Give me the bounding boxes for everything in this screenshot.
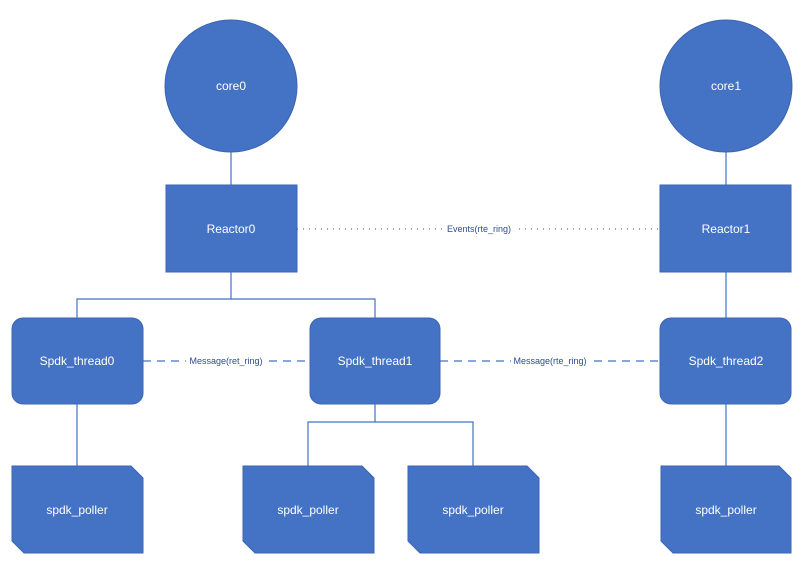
poller3-label: spdk_poller bbox=[695, 503, 756, 517]
core1-label: core1 bbox=[711, 79, 741, 93]
poller0-label: spdk_poller bbox=[46, 503, 107, 517]
message-left-label: Message(ret_ring) bbox=[189, 356, 262, 366]
edge-thread1-poller2 bbox=[375, 421, 474, 466]
poller1-node[interactable]: spdk_poller bbox=[242, 465, 375, 554]
poller1-box bbox=[242, 465, 375, 554]
poller2-node[interactable]: spdk_poller bbox=[407, 465, 540, 554]
message-right-label-bg bbox=[511, 354, 589, 368]
reactor0-box bbox=[165, 184, 298, 273]
thread0-box bbox=[11, 317, 144, 405]
thread2-node[interactable]: Spdk_thread2 bbox=[659, 317, 792, 405]
thread1-box bbox=[309, 317, 441, 405]
core0-node[interactable]: core0 bbox=[164, 19, 298, 153]
edge-reactor0-thread0 bbox=[76, 272, 232, 318]
core0-label: core0 bbox=[216, 79, 246, 93]
core1-circle bbox=[659, 19, 793, 153]
thread2-box bbox=[659, 317, 792, 405]
poller2-box bbox=[407, 465, 540, 554]
poller3-box bbox=[660, 465, 792, 554]
thread2-label: Spdk_thread2 bbox=[689, 354, 764, 368]
reactor1-label: Reactor1 bbox=[702, 222, 751, 236]
poller3-node[interactable]: spdk_poller bbox=[660, 465, 792, 554]
thread0-node[interactable]: Spdk_thread0 bbox=[11, 317, 144, 405]
events-label-bg bbox=[444, 222, 514, 236]
thread1-label: Spdk_thread1 bbox=[338, 354, 413, 368]
edge-reactor0-thread1 bbox=[231, 298, 376, 318]
message-right-label: Message(rte_ring) bbox=[513, 356, 586, 366]
poller0-node[interactable]: spdk_poller bbox=[11, 465, 144, 554]
thread1-node[interactable]: Spdk_thread1 bbox=[309, 317, 441, 405]
poller0-box bbox=[11, 465, 144, 554]
poller1-label: spdk_poller bbox=[277, 503, 338, 517]
message-left-label-bg bbox=[186, 354, 266, 368]
core1-node[interactable]: core1 bbox=[659, 19, 793, 153]
reactor0-label: Reactor0 bbox=[207, 222, 256, 236]
edge-thread1-poller1 bbox=[307, 404, 376, 466]
poller2-label: spdk_poller bbox=[442, 503, 503, 517]
reactor1-box bbox=[659, 184, 792, 273]
reactor1-node[interactable]: Reactor1 bbox=[659, 184, 792, 273]
reactor0-node[interactable]: Reactor0 bbox=[165, 184, 298, 273]
thread0-label: Spdk_thread0 bbox=[40, 354, 115, 368]
events-label: Events(rte_ring) bbox=[447, 224, 511, 234]
core0-circle bbox=[164, 19, 298, 153]
